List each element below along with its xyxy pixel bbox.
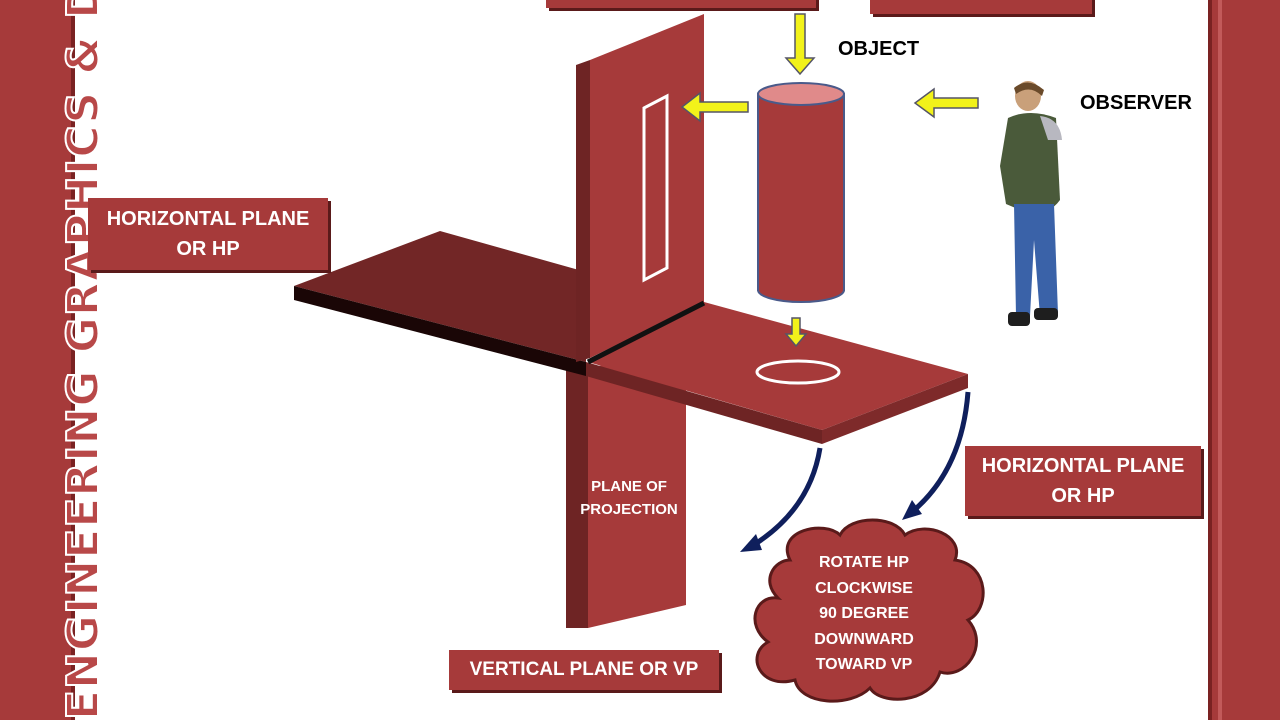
cloud-note-line5: TOWARD VP — [815, 656, 913, 673]
yellow-arrow-icon — [680, 13, 979, 348]
arrow-left-from-observer — [913, 87, 979, 119]
cloud-note-line3: 90 DEGREE — [819, 605, 909, 622]
observer-label: OBSERVER — [1080, 92, 1192, 114]
horizontal-plane-left-top — [294, 231, 586, 362]
observer-person-icon — [1000, 81, 1062, 326]
plane-intersection-line — [586, 300, 706, 365]
right-side-banner — [1208, 0, 1280, 720]
horizontal-plane-left-edge — [294, 286, 586, 376]
cloud-note-line2: CLOCKWISE — [815, 579, 913, 597]
arrow-down-to-object — [784, 13, 816, 76]
top-title-box-left — [546, 0, 816, 8]
vertical-plane-lower — [566, 365, 588, 628]
hp-label-right: HORIZONTAL PLANE OR HP — [965, 446, 1201, 516]
curved-arrow-head-left — [740, 534, 762, 552]
vertical-projection-rectangle — [642, 93, 669, 283]
horizontal-plane-right-top — [588, 302, 968, 430]
vertical-plane-upper-side — [576, 60, 590, 362]
vertical-plane-upper-face — [590, 14, 704, 358]
curved-arrow-icon — [750, 391, 971, 549]
plane-of-projection-line2: PROJECTION — [580, 501, 678, 518]
horizontal-plane-right-edge — [586, 362, 822, 444]
vertical-plane-lower-face — [588, 350, 686, 628]
object-label: OBJECT — [838, 38, 920, 60]
curved-arrow-head-right — [902, 500, 922, 520]
plane-of-projection-label: PLANE OF PROJECTION — [572, 475, 686, 521]
horizontal-plane-right-end — [822, 374, 968, 444]
right-banner-stripe — [1218, 0, 1222, 720]
left-side-banner: ENGINEERING GRAPHICS & DRAWING — [0, 0, 110, 720]
cloud-note-line4: DOWNWARD — [814, 630, 914, 648]
hp-label-left-text: HORIZONTAL PLANE OR HP — [106, 208, 310, 260]
plane-of-projection-line1: PLANE OF — [591, 478, 667, 495]
rotate-hp-cloud — [753, 518, 985, 703]
arrow-left-to-vp — [680, 91, 749, 123]
top-title-box-right — [870, 0, 1092, 14]
vp-label-text: VERTICAL PLANE OR VP — [469, 659, 699, 680]
vp-label: VERTICAL PLANE OR VP — [449, 650, 719, 690]
cloud-note-line1: ROTATE HP — [818, 554, 910, 571]
hp-label-right-text: HORIZONTAL PLANE OR HP — [981, 455, 1185, 507]
cylinder-top — [757, 82, 845, 106]
arrow-down-to-hp — [784, 317, 808, 348]
cloud-note-text: ROTATE HP CLOCKWISE 90 DEGREE DOWNWARD T… — [782, 550, 946, 678]
horizontal-projection-circle — [755, 359, 841, 385]
hp-label-left: HORIZONTAL PLANE OR HP — [88, 198, 328, 270]
